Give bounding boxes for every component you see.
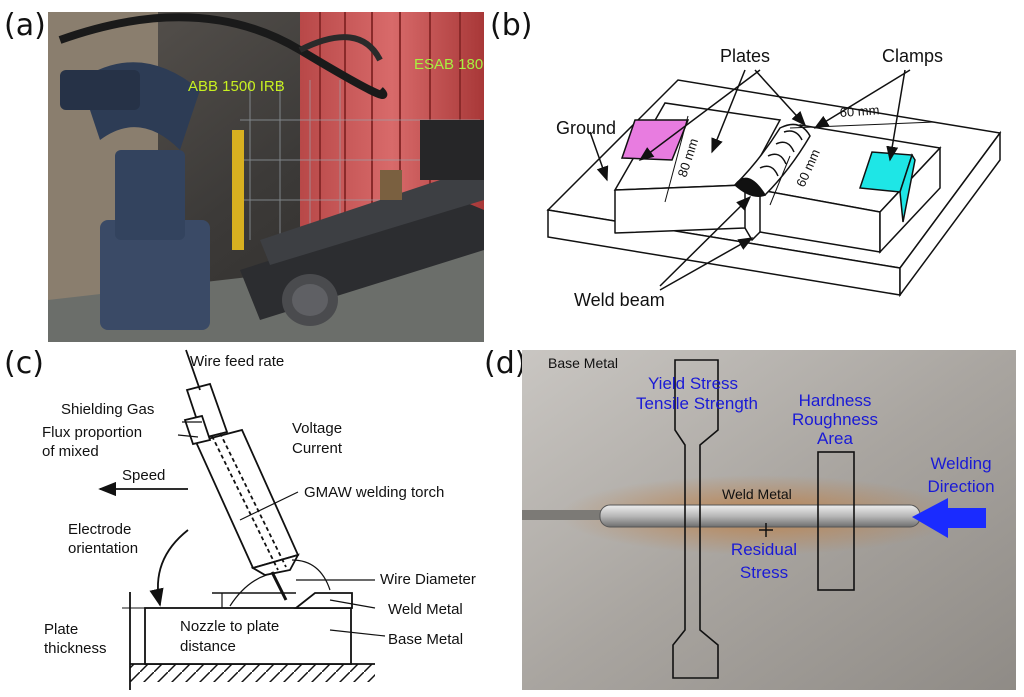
- welding-label: Welding: [930, 454, 991, 473]
- shielding-gas-label: Shielding Gas: [61, 401, 154, 418]
- electrode-label: Electrode: [68, 521, 131, 538]
- hardness-label: Hardness: [799, 391, 872, 410]
- flux-proportion-label: Flux proportion: [42, 424, 142, 441]
- clamps-label: Clamps: [882, 46, 943, 66]
- welding-direction-arrow: [912, 498, 986, 538]
- orientation-label: orientation: [68, 540, 138, 557]
- wire-feed-rate-label: Wire feed rate: [190, 353, 284, 370]
- residual-label: Residual: [731, 540, 797, 559]
- wire-diameter-label: Wire Diameter: [380, 571, 476, 588]
- current-label: Current: [292, 440, 343, 457]
- panel-a-photo: [48, 12, 484, 342]
- nozzle-label: Nozzle to plate: [180, 618, 279, 635]
- panel-d-letter: (d): [484, 346, 527, 381]
- tensile-strength-label: Tensile Strength: [636, 394, 758, 413]
- dim-60mm-top: 60 mm: [839, 102, 880, 120]
- of-mixed-label: of mixed: [42, 443, 99, 460]
- plate-label: Plate: [44, 621, 78, 638]
- area-label: Area: [817, 429, 853, 448]
- base-metal-label-d: Base Metal: [548, 355, 618, 371]
- plates-label: Plates: [720, 46, 770, 66]
- hardness-area-box: [817, 451, 855, 591]
- panel-b-letter: (b): [490, 8, 533, 43]
- weld-beam-label: Weld beam: [574, 290, 665, 310]
- pad-left: [620, 119, 690, 161]
- panel-b-diagram: [546, 69, 1002, 298]
- voltage-label: Voltage: [292, 420, 342, 437]
- roughness-label: Roughness: [792, 410, 878, 429]
- stress-label: Stress: [740, 563, 788, 582]
- panel-c-diagram: [98, 349, 386, 690]
- panel-c-letter: (c): [4, 346, 44, 381]
- gmaw-torch-label: GMAW welding torch: [304, 484, 444, 501]
- ground-label: Ground: [556, 118, 616, 138]
- speed-label: Speed: [122, 467, 165, 484]
- panel-a-letter: (a): [4, 8, 46, 43]
- distance-label: distance: [180, 638, 236, 655]
- panel-d-photo: [522, 350, 1016, 690]
- thickness-label: thickness: [44, 640, 107, 657]
- base-metal-label-c: Base Metal: [388, 631, 463, 648]
- weld-metal-label-c: Weld Metal: [388, 601, 463, 618]
- yield-stress-label: Yield Stress: [648, 374, 738, 393]
- welder-label: ESAB 180: [414, 56, 483, 73]
- direction-label: Direction: [927, 477, 994, 496]
- residual-stress-marker: [759, 523, 773, 537]
- weld-beam-shape: [733, 123, 811, 197]
- weld-metal-label-d: Weld Metal: [722, 486, 792, 502]
- tensile-specimen-outline: [672, 359, 719, 679]
- robot-label: ABB 1500 IRB: [188, 78, 285, 95]
